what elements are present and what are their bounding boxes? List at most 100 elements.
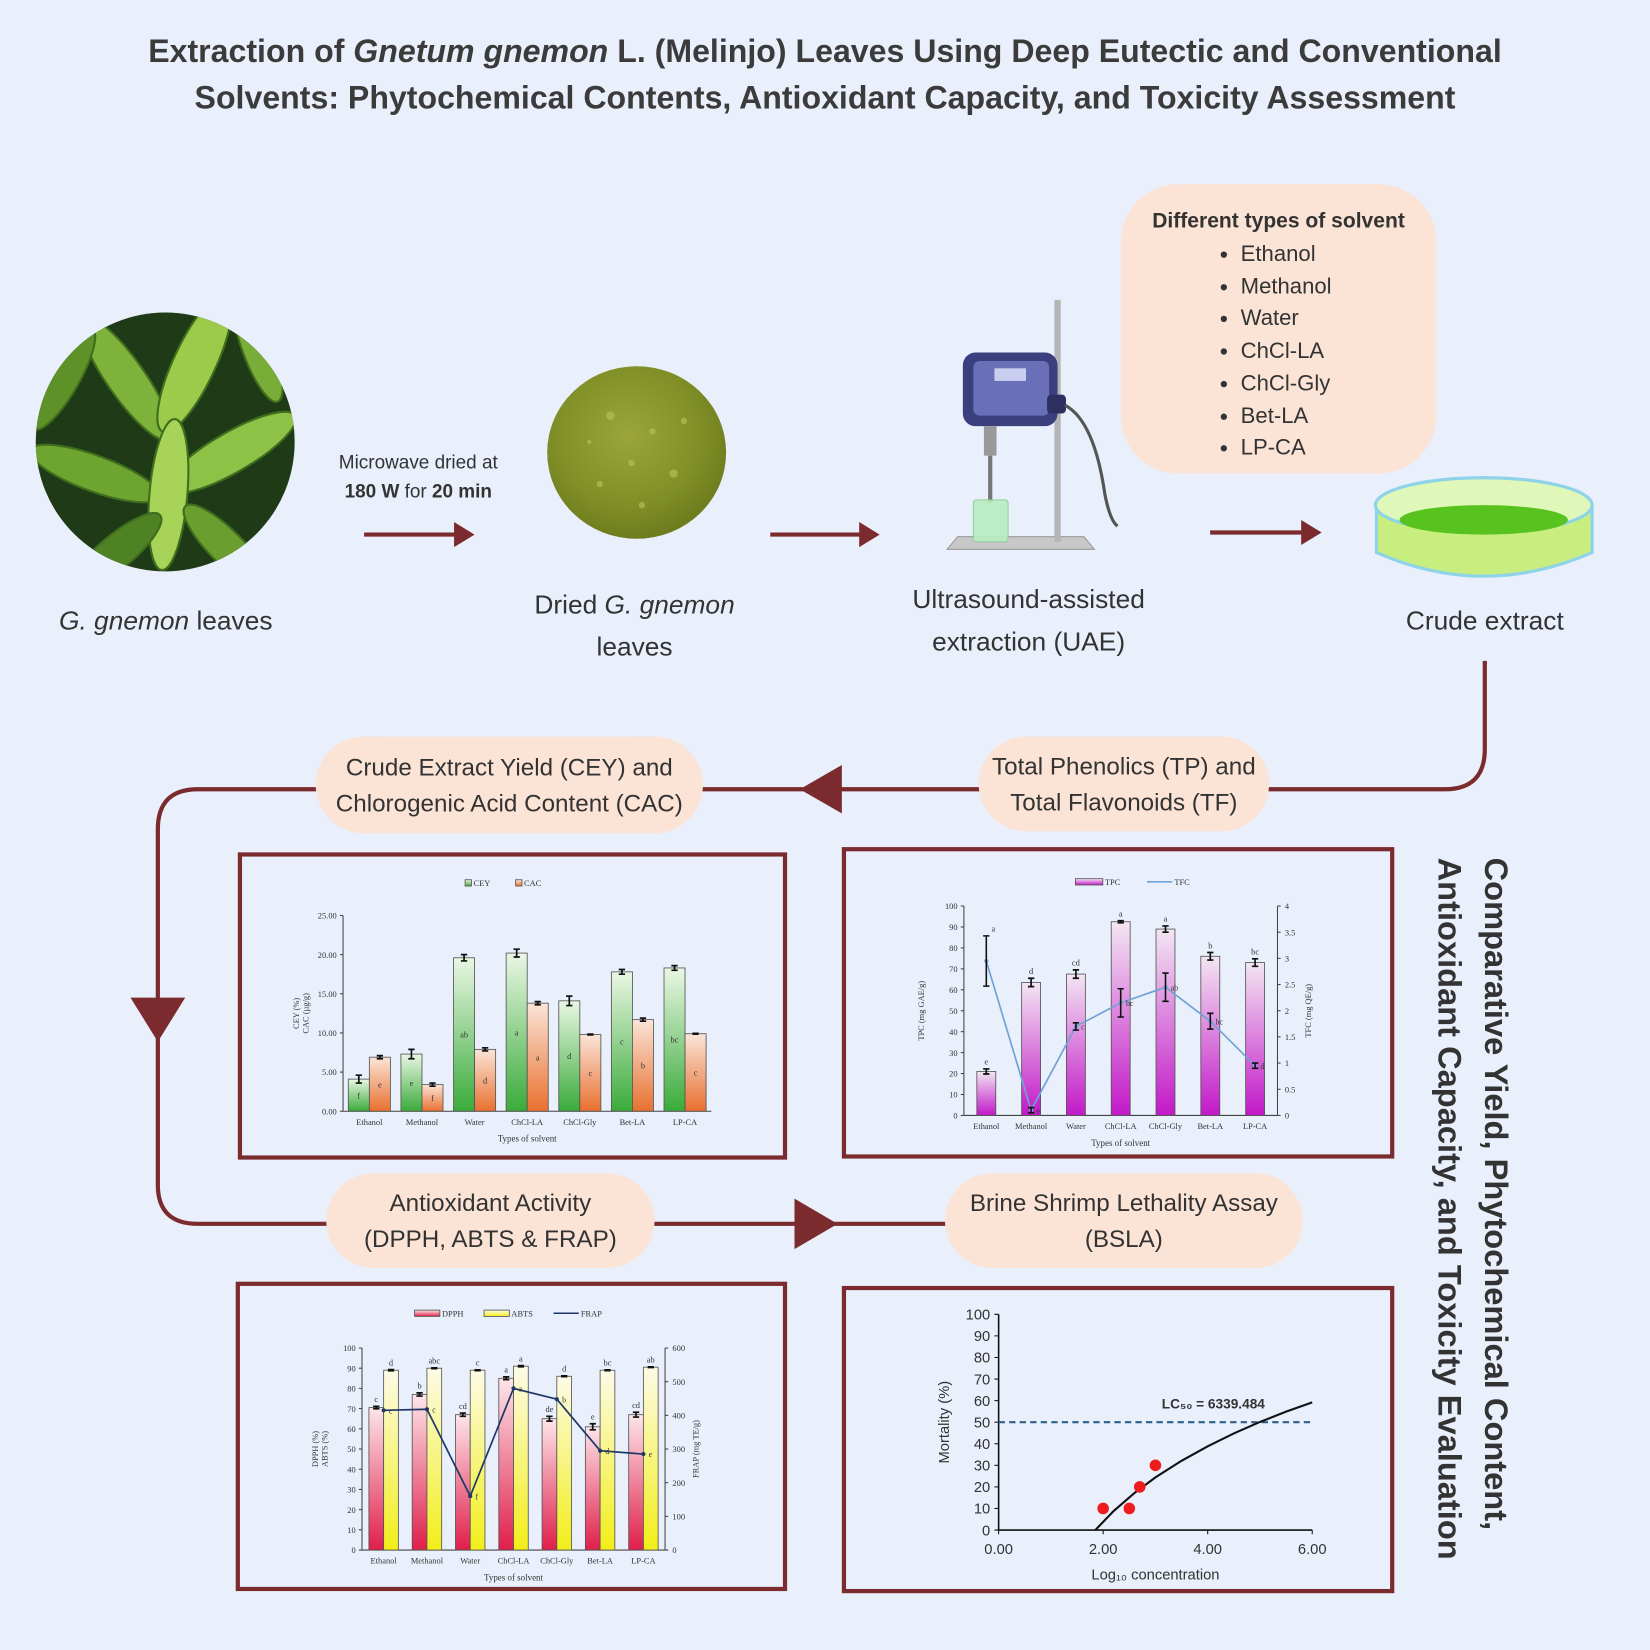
y-tick-label: 100 — [945, 902, 958, 911]
y-axis-label: TPC (mg GAE/g) — [917, 981, 926, 1041]
significance-letter: a — [536, 1053, 540, 1062]
y2-tick-label: 400 — [672, 1412, 685, 1421]
error-bar — [513, 948, 520, 958]
pill-line: Chlorogenic Acid Content (CAC) — [335, 789, 683, 817]
line-point — [641, 1451, 646, 1457]
y2-tick-label: 0 — [1285, 1112, 1289, 1121]
y-tick-label: 40 — [949, 1028, 957, 1037]
y-tick-label: 30 — [974, 1459, 990, 1475]
bar-abts — [469, 1369, 486, 1551]
y-tick-label: 40 — [974, 1437, 990, 1453]
error-bar — [1251, 957, 1259, 968]
line-letter: f — [475, 1492, 478, 1501]
error-bar — [1207, 951, 1214, 961]
bar-dpph — [498, 1377, 514, 1551]
lc50-annotation: LC₅₀ = 6339.484 — [1162, 1397, 1266, 1412]
error-bar — [692, 1032, 699, 1035]
data-point — [1097, 1502, 1109, 1515]
title-line-1: Extraction of Gnetum gnemon L. (Melinjo)… — [0, 28, 1650, 74]
species-name: G. gnemon — [58, 606, 190, 636]
bar-dpph — [628, 1414, 644, 1551]
y2-tick-label: 2 — [1285, 1007, 1289, 1016]
error-bar — [408, 1048, 415, 1060]
x-tick-label: Bet-LA — [1197, 1122, 1224, 1131]
uae-line-2: extraction (UAE) — [932, 627, 1126, 657]
legend-label: FRAP — [581, 1309, 602, 1318]
error-bar — [373, 1405, 380, 1410]
drying-line-1: Microwave dried at — [338, 451, 498, 473]
dried-text: Dried — [534, 590, 605, 620]
arrowhead-1 — [454, 522, 475, 548]
y-tick-label: 0 — [953, 1112, 957, 1121]
y2-tick-label: 300 — [672, 1445, 685, 1454]
y-tick-label: 80 — [347, 1385, 355, 1394]
line-error-bar — [983, 935, 990, 987]
y-axis-label: Mortality (%) — [937, 1381, 953, 1464]
uae-label: Ultrasound-assisted extraction (UAE) — [863, 579, 1194, 663]
significance-letter: a — [519, 1354, 523, 1363]
solvent-item: Ethanol — [1241, 239, 1332, 271]
y-tick-label: 50 — [347, 1445, 355, 1454]
line-letter: a — [519, 1385, 523, 1394]
y-tick-label: 70 — [974, 1372, 990, 1388]
bar-tpc — [1155, 928, 1176, 1116]
y-tick-label: 25.00 — [318, 912, 337, 921]
leaves-text: leaves — [189, 606, 273, 636]
error-bar — [618, 968, 626, 976]
ultrasonic-homogenizer-image — [945, 299, 1119, 550]
crude-extract-label: Crude extract — [1405, 606, 1564, 636]
error-bar — [639, 1017, 647, 1023]
dried-line-2: leaves — [596, 632, 673, 662]
legend-label: CEY — [474, 879, 491, 888]
y-tick-label: 0.00 — [322, 1107, 337, 1116]
y-tick-label: 20 — [974, 1480, 990, 1496]
dried-line-1: Dried G. gnemon — [495, 584, 775, 626]
x-tick-label: Ethanol — [356, 1118, 383, 1127]
significance-letter: c — [588, 1069, 592, 1078]
page-title: Extraction of Gnetum gnemon L. (Melinjo)… — [0, 28, 1650, 121]
bar-dpph — [584, 1426, 601, 1551]
y-tick-label: 15.00 — [318, 990, 337, 999]
significance-letter: abc — [428, 1357, 440, 1366]
legend-swatch — [464, 879, 472, 887]
significance-letter: ab — [647, 1356, 655, 1365]
x-axis-label: Types of solvent — [1091, 1138, 1150, 1148]
y-tick-label: 10 — [974, 1502, 990, 1518]
error-bar — [517, 1364, 525, 1368]
x-tick-label: Bet-LA — [620, 1118, 647, 1127]
line-letter: bc — [1216, 1017, 1224, 1026]
line-error-bar — [1162, 972, 1169, 1003]
significance-letter: bc — [604, 1359, 612, 1368]
significance-letter: c — [476, 1359, 480, 1368]
significance-letter: bc — [1251, 948, 1259, 957]
dried-leaves-label: Dried G. gnemon leaves — [495, 584, 775, 668]
solvent-item: ChCl-Gly — [1241, 368, 1332, 400]
line-letter: d — [1260, 1062, 1264, 1071]
legend-label: TFC — [1174, 878, 1190, 887]
line-point — [598, 1448, 603, 1453]
y-axis-label: CAC (µg/g) — [301, 993, 310, 1034]
significance-letter: e — [984, 1058, 988, 1067]
x-tick-label: ChCl-Gly — [563, 1118, 597, 1127]
y-tick-label: 90 — [949, 923, 957, 932]
solvent-item: Methanol — [1241, 271, 1332, 303]
legend-label: DPPH — [442, 1309, 464, 1318]
y-tick-label: 50 — [949, 1007, 957, 1016]
error-bar — [1117, 919, 1124, 924]
flow-arrowhead-right — [794, 1198, 838, 1250]
line-error-bar — [1251, 1062, 1259, 1070]
error-bar — [561, 1375, 568, 1378]
data-point — [1149, 1459, 1162, 1472]
x-axis-label: Types of solvent — [484, 1573, 543, 1583]
x-tick-label: Water — [1066, 1122, 1086, 1131]
y-axis-label: DPPH (%) — [311, 1431, 320, 1467]
error-bar — [1072, 969, 1080, 980]
significance-letter: c — [694, 1069, 698, 1078]
y-tick-label: 60 — [974, 1394, 990, 1410]
bar-abts — [383, 1369, 399, 1551]
significance-letter: a — [504, 1366, 508, 1375]
